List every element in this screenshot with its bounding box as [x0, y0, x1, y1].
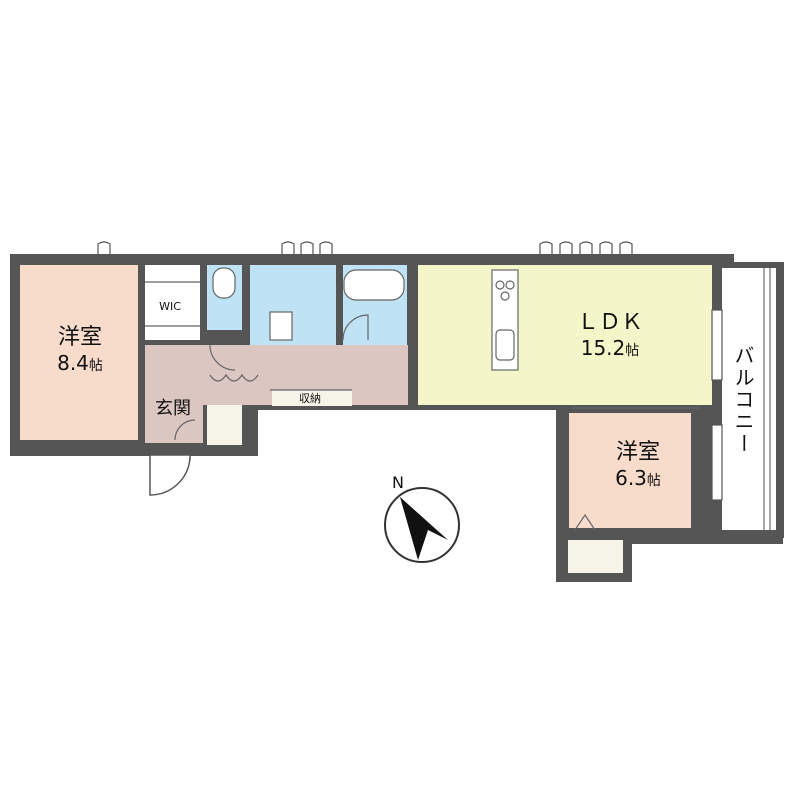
ldk-size: 15.2 — [580, 336, 626, 361]
western-room-1-name: 洋室 — [57, 325, 102, 350]
entrance-door — [149, 454, 191, 496]
western-room-2-size: 6.3 — [615, 466, 647, 491]
balcony-label: バルコニー — [731, 345, 755, 455]
western-room-2-label: 洋室 6.3帖 — [598, 440, 678, 493]
western-room-1-unit: 帖 — [88, 358, 103, 375]
washroom — [250, 265, 336, 345]
ldk-name: ＬＤＫ — [576, 310, 643, 335]
ldk-label: ＬＤＫ 15.2帖 — [550, 310, 670, 363]
western-room-2-unit: 帖 — [646, 473, 661, 490]
compass-label: N — [392, 473, 404, 492]
wic-room — [145, 265, 200, 340]
ldk-unit: 帖 — [625, 343, 640, 360]
ldk-room — [418, 265, 712, 405]
entrance-label: 玄関 — [155, 398, 191, 419]
balcony — [722, 262, 784, 538]
closet-marker — [574, 513, 596, 531]
entrance-inner-door — [174, 419, 196, 441]
western-room-1-size: 8.4 — [57, 351, 89, 376]
sink-fixture — [495, 329, 515, 361]
storage-label: 収納 — [299, 392, 321, 405]
toilet-fixture — [212, 267, 236, 299]
bath-door-swing — [342, 314, 369, 341]
washbasin-fixture — [269, 311, 293, 341]
western-room-1-label: 洋室 8.4帖 — [40, 325, 120, 378]
shoe-box-doors — [209, 373, 259, 382]
storage-room — [272, 390, 352, 406]
shoe-storage — [207, 405, 242, 445]
western-room-2-name: 洋室 — [615, 440, 660, 465]
wic-label: WIC — [159, 300, 181, 313]
closet-room — [568, 540, 623, 573]
western-room-2 — [569, 413, 691, 528]
western-room-1 — [20, 265, 138, 440]
toilet-door-swing — [209, 344, 236, 371]
entrance-floor — [145, 395, 203, 443]
north-compass: N — [384, 473, 460, 563]
window-markers — [97, 241, 723, 501]
bathtub-fixture — [343, 269, 405, 301]
